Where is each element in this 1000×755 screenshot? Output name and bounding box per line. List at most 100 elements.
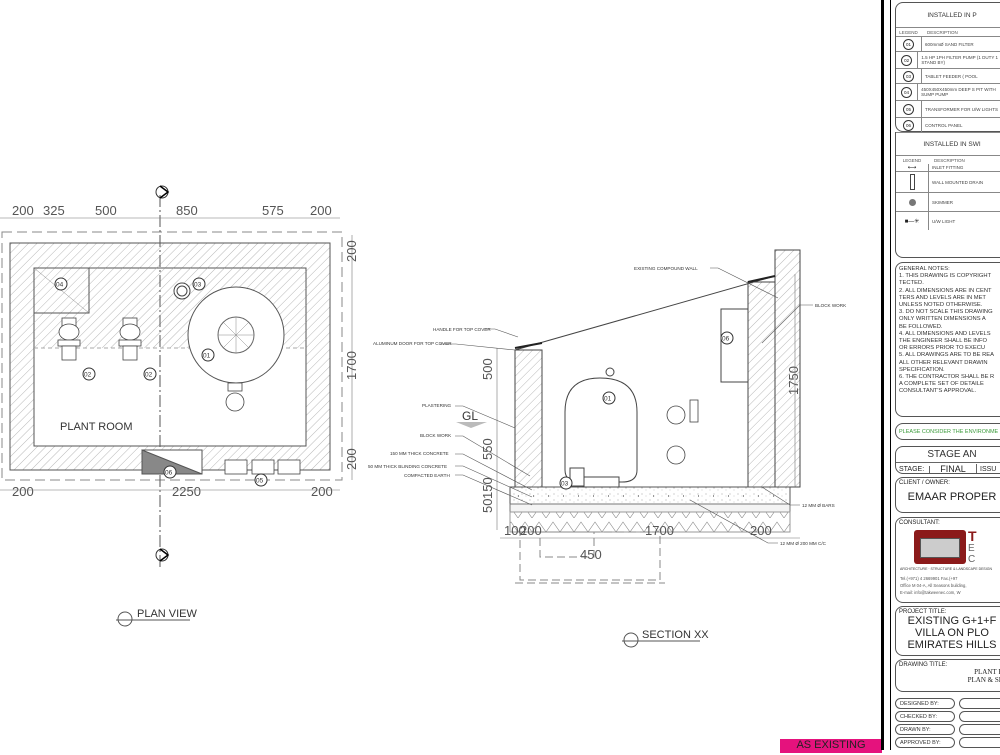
svg-text:200: 200 [520, 523, 542, 538]
note-line: CONSULTANT'S APPROVAL. [899, 388, 977, 395]
drawn-by-field [959, 724, 1000, 735]
svg-text:325: 325 [43, 203, 65, 218]
svg-text:EXISTING COMPOUND WALL: EXISTING COMPOUND WALL [634, 266, 698, 271]
tag-06: 06 [903, 119, 914, 131]
project-line: VILLA ON PLO [915, 627, 989, 639]
svg-text:GL: GL [462, 409, 478, 423]
svg-text:HANDLE FOR TOP COVER: HANDLE FOR TOP COVER [433, 327, 491, 332]
tag-04: 04 [901, 86, 913, 98]
svg-text:06: 06 [165, 470, 173, 477]
svg-text:01: 01 [203, 353, 211, 360]
legend1-col-legend: LEGEND [899, 29, 918, 35]
svg-text:04: 04 [56, 282, 64, 289]
consultant-tel: Tel.(+971) 4 2669901 Fax.(+97 [900, 576, 958, 581]
svg-text:200: 200 [344, 448, 359, 470]
logo-letter: T [968, 528, 977, 544]
tag-01: 01 [903, 38, 914, 50]
svg-text:COMPACTED EARTH: COMPACTED EARTH [404, 473, 450, 478]
svg-text:12 MM Ø BARS: 12 MM Ø BARS [802, 503, 835, 508]
note-line: THE ENGINEER SHALL BE INFO [899, 338, 988, 345]
legend-desc: CONTROL PANEL [921, 118, 963, 132]
drawing-canvas: 200 325 500 850 575 200 200 2250 200 200… [0, 185, 847, 648]
svg-text:BLOCK WORK: BLOCK WORK [815, 303, 847, 308]
legend2-desc: WALL MOUNTED DRAIN [928, 172, 983, 192]
consultant-email: E-mail: info@takweenec.com, W [900, 590, 961, 595]
note-line: SPECIFICATION. [899, 366, 945, 373]
svg-text:PLAN VIEW: PLAN VIEW [137, 608, 198, 620]
svg-text:550: 550 [480, 438, 495, 460]
note-line: ALL OTHER RELEVANT DRAWIN [899, 359, 988, 366]
legend-desc: TRANSFORMER FOR U/W LIGHTS [921, 101, 998, 117]
section-view: 01 03 06 GL 500 550 50 150 100 200 1700 … [368, 249, 847, 648]
svg-text:200: 200 [311, 484, 333, 499]
svg-text:02: 02 [84, 372, 92, 379]
svg-text:03: 03 [194, 282, 202, 289]
note-line: UNLESS NOTED OTHERWISE. [899, 302, 983, 309]
client-value: EMAAR PROPER [907, 491, 997, 503]
svg-text:850: 850 [176, 203, 198, 218]
project-line: EXISTING G+1+F [907, 615, 997, 627]
svg-text:150: 150 [480, 477, 495, 499]
note-line: 3. DO NOT SCALE THIS DRAWING [899, 309, 993, 316]
stage-value: FINAL [930, 464, 977, 473]
svg-text:01: 01 [604, 396, 612, 403]
note-line: BE FOLLOWED. [899, 323, 943, 330]
svg-text:200: 200 [310, 203, 332, 218]
stage-label: STAGE: [896, 465, 930, 473]
stage-header: STAGE AN [927, 449, 977, 460]
stage-box: STAGE AN STAGE: FINAL ISSU [895, 446, 1000, 474]
svg-text:SECTION XX: SECTION XX [642, 629, 709, 641]
svg-text:1700: 1700 [344, 351, 359, 380]
as-existing-stamp: AS EXISTING [780, 739, 882, 753]
legend-desc: TABLET FEEDER ( POOL [921, 69, 978, 83]
svg-text:06: 06 [722, 336, 730, 343]
logo-letter: E [968, 543, 975, 554]
checked-by-field [959, 711, 1000, 722]
legend2-desc: INLET FITTING [928, 164, 963, 171]
pool-legend: INSTALLED IN SWI LEGEND DESCRIPTION ⟷INL… [895, 132, 1000, 258]
legend-desc: 600mmØ SAND FILTER [921, 37, 974, 51]
svg-text:PLASTERING: PLASTERING [422, 403, 452, 408]
svg-text:100: 100 [504, 523, 526, 538]
svg-text:50 MM THICK BLINDING CONCRETE: 50 MM THICK BLINDING CONCRETE [368, 464, 447, 469]
note-line: TECTED. [899, 280, 924, 287]
svg-text:BLOCK WORK: BLOCK WORK [420, 433, 452, 438]
svg-text:200: 200 [12, 484, 34, 499]
svg-text:1750: 1750 [786, 366, 801, 395]
note-line: TERS AND LEVELS ARE IN MET [899, 294, 986, 301]
consultant-tagline: ARCHITECTURE · STRUCTURE & LANDSCAPE DES… [900, 567, 992, 571]
drawn-by-label: DRAWN BY: [895, 724, 955, 735]
uw-light-icon: ■—✳ [904, 218, 920, 225]
consultant-logo [914, 530, 966, 564]
svg-text:PLANT ROOM: PLANT ROOM [60, 421, 133, 433]
designed-by-label: DESIGNED BY: [895, 698, 955, 709]
tag-03: 03 [903, 70, 914, 82]
legend-desc: 1.5 HP 1PH FILTER PUMP (1 DUTY 1 STAND B… [917, 52, 1000, 68]
notes-title: GENERAL NOTES: [899, 266, 950, 272]
svg-text:1700: 1700 [645, 523, 674, 538]
note-line: 4. ALL DIMENSIONS AND LEVELS [899, 330, 991, 337]
client-label: CLIENT / OWNER: [899, 480, 950, 486]
project-box: PROJECT TITLE: EXISTING G+1+F VILLA ON P… [895, 606, 1000, 656]
skimmer-icon [908, 198, 916, 206]
svg-text:575: 575 [262, 203, 284, 218]
note-line: 1. THIS DRAWING IS COPYRIGHT [899, 273, 992, 280]
inlet-fitting-icon: ⟷ [907, 165, 917, 171]
environment-note: PLEASE CONSIDER THE ENVIRONME [895, 423, 1000, 440]
note-line: 6. THE CONTRACTOR SHALL BE R [899, 374, 995, 381]
approved-by-label: APPROVED BY: [895, 737, 955, 748]
legend2-desc: U/W LIGHT [928, 212, 955, 230]
svg-text:450: 450 [580, 547, 602, 562]
checked-by-label: CHECKED BY: [895, 711, 955, 722]
note-line: A COMPLETE SET OF DETAILE [899, 381, 984, 388]
svg-text:200: 200 [12, 203, 34, 218]
wall-drain-icon [909, 174, 915, 190]
legend1-header: INSTALLED IN P [927, 11, 977, 19]
svg-text:03: 03 [561, 481, 569, 488]
svg-text:50: 50 [480, 499, 495, 513]
consultant-box: CONSULTANT: T E C ARCHITECTURE · STRUCTU… [895, 517, 1000, 603]
svg-text:200: 200 [344, 240, 359, 262]
svg-text:12 MM Ø 200 MM C/C: 12 MM Ø 200 MM C/C [780, 541, 827, 546]
